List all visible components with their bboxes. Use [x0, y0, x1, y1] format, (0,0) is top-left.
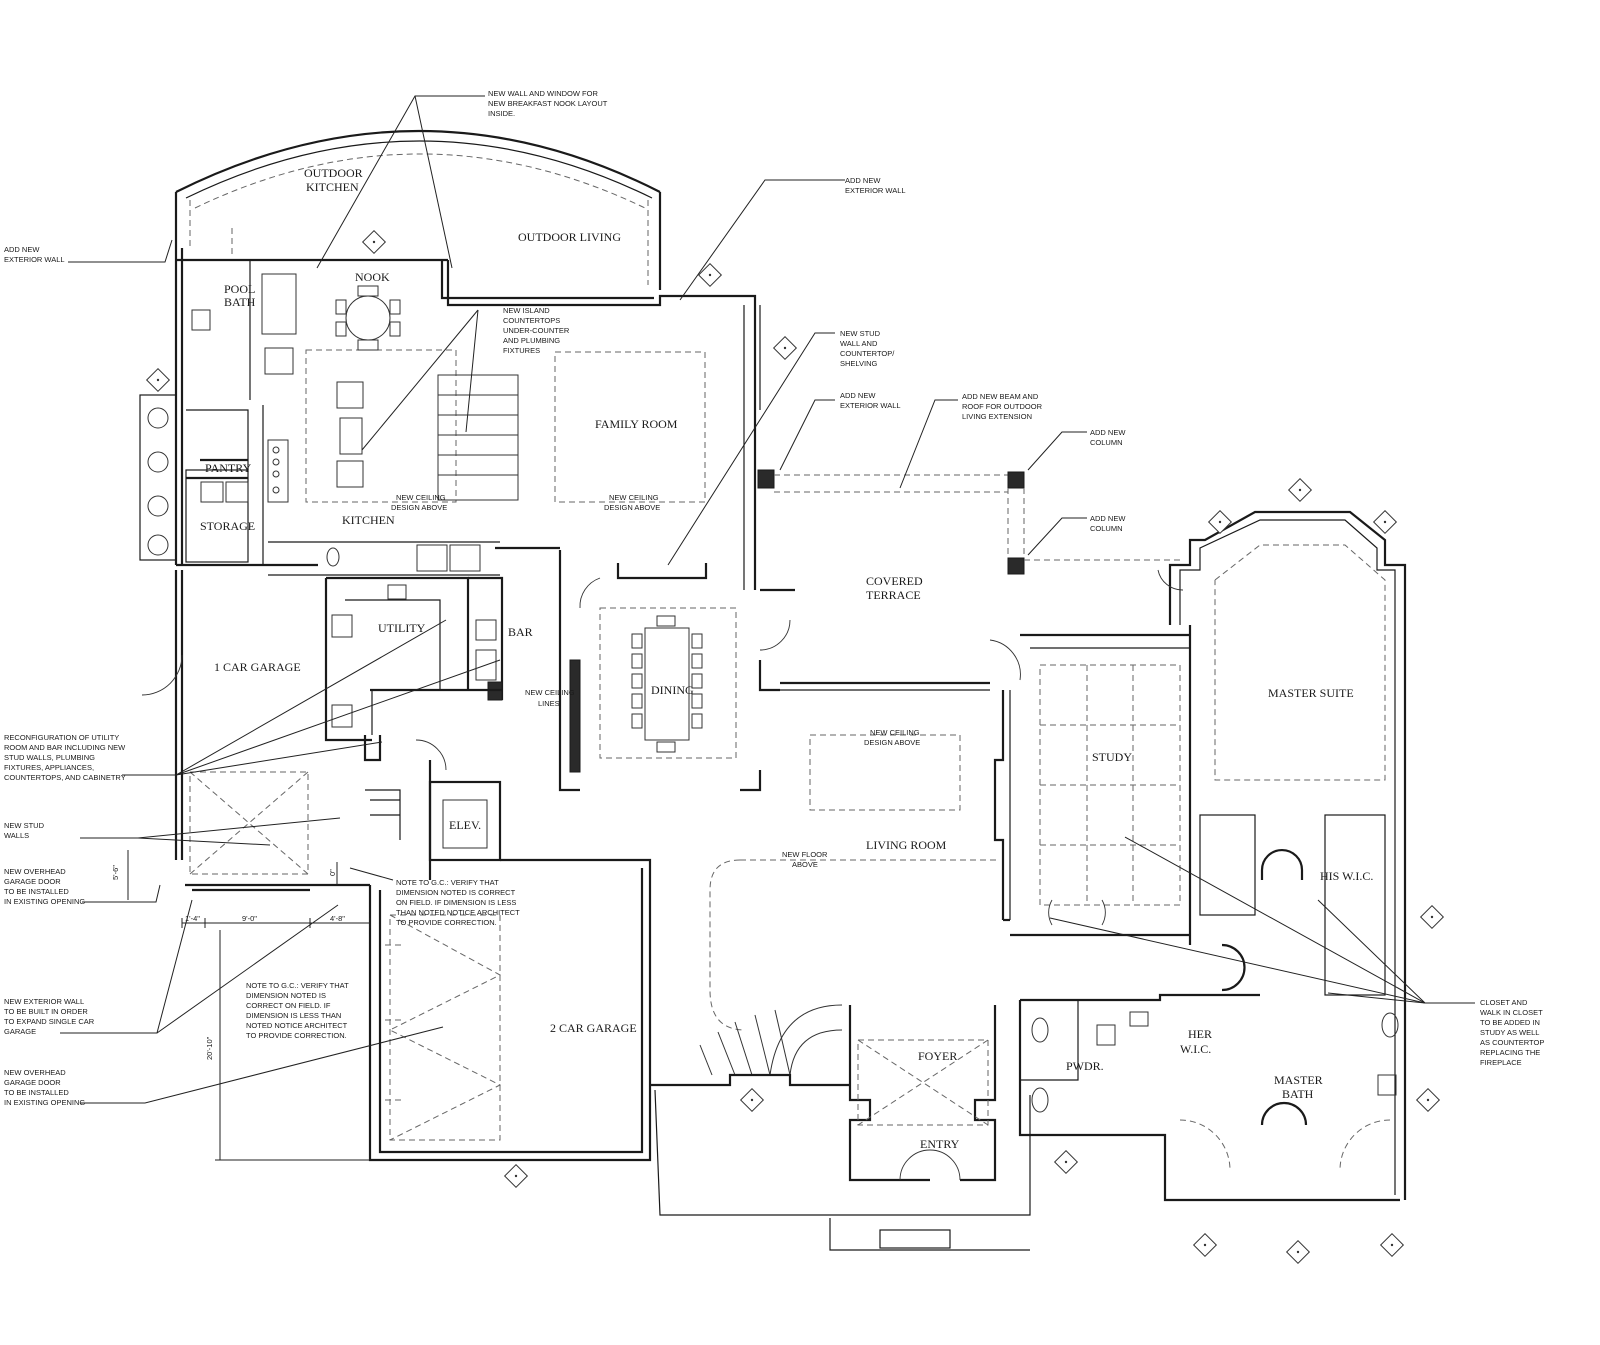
elevation-tag-icon — [1285, 1239, 1311, 1265]
two-car-garage — [368, 858, 652, 1162]
elevation-tag-icon — [1419, 904, 1445, 930]
room-family-room: FAMILY ROOM — [595, 417, 678, 431]
elevation-tag-icon — [772, 335, 798, 361]
room-dining: DINING — [651, 683, 694, 697]
dim-5-6: 5'-6" — [111, 865, 120, 880]
dim-0: 0" — [328, 869, 337, 876]
note-add-wall-left: ADD NEW EXTERIOR WALL — [4, 245, 65, 264]
dim-9-0: 9'-0" — [242, 914, 257, 923]
room-pantry: PANTRY — [205, 461, 252, 475]
room-master-suite: MASTER SUITE — [1268, 686, 1354, 700]
note-island: NEW ISLAND COUNTERTOPS UNDER-COUNTER AND… — [503, 306, 571, 355]
room-outdoor-kitchen-1: OUTDOOR — [304, 166, 363, 180]
note-stud-wall: NEW STUD WALL AND COUNTERTOP/ SHELVING — [840, 329, 896, 368]
master-wing — [1010, 510, 1407, 1202]
leader-lines — [60, 95, 1475, 1104]
note-beam: ADD NEW BEAM AND ROOF FOR OUTDOOR LIVING… — [962, 392, 1044, 421]
note-gc-verify-1: NOTE TO G.C.: VERIFY THAT DIMENSION NOTE… — [396, 878, 522, 927]
elevation-tag-icon — [1415, 1087, 1441, 1113]
room-his-wic: HIS W.I.C. — [1320, 869, 1373, 883]
dim-4-8: 4'-8" — [330, 914, 345, 923]
kitchen-fixtures — [191, 228, 519, 576]
note-overhead-door-1: NEW OVERHEAD GARAGE DOOR TO BE INSTALLED… — [4, 867, 85, 906]
note-gc-verify-2: NOTE TO G.C.: VERIFY THAT DIMENSION NOTE… — [246, 981, 351, 1040]
elevation-tag-icon — [1372, 509, 1398, 535]
room-one-car-garage: 1 CAR GARAGE — [214, 660, 301, 674]
room-elev: ELEV. — [449, 818, 481, 832]
room-utility: UTILITY — [378, 621, 426, 635]
note-closet-study: CLOSET AND WALK IN CLOSET TO BE ADDED IN… — [1480, 998, 1546, 1067]
ceiling-lines-2: LINES — [538, 699, 560, 708]
elevation-tags — [145, 229, 1445, 1265]
room-pwdr: PWDR. — [1066, 1059, 1104, 1073]
room-outdoor-kitchen-2: KITCHEN — [306, 180, 359, 194]
floor-above-1: NEW FLOOR — [782, 850, 828, 859]
one-car-garage — [185, 735, 502, 892]
elevation-tag-icon — [503, 1163, 529, 1189]
ceiling-lines-1: NEW CEILING — [525, 688, 575, 697]
room-pool-bath-1: POOL — [224, 282, 255, 296]
stair-foyer — [650, 1004, 1031, 1251]
note-stud-walls: NEW STUD WALLS — [4, 821, 46, 840]
elevation-tag-icon — [1192, 1232, 1218, 1258]
note-column-2: ADD NEW COLUMN — [1090, 514, 1128, 533]
room-two-car-garage: 2 CAR GARAGE — [550, 1021, 637, 1035]
room-master-bath-1: MASTER — [1274, 1073, 1323, 1087]
note-overhead-door-2: NEW OVERHEAD GARAGE DOOR TO BE INSTALLED… — [4, 1068, 85, 1107]
door-swings — [141, 569, 1184, 926]
room-labels: OUTDOOR KITCHEN OUTDOOR LIVING NOOK POOL… — [200, 166, 1373, 1151]
elevation-tag-icon — [361, 229, 387, 255]
elevation-tag-icon — [1053, 1149, 1079, 1175]
covered-terrace — [774, 471, 1180, 691]
room-her-wic-1: HER — [1188, 1027, 1212, 1041]
room-master-bath-2: BATH — [1282, 1087, 1314, 1101]
elevation-tag-icon — [145, 367, 171, 393]
elevation-tag-icon — [1379, 1232, 1405, 1258]
note-add-wall-top: ADD NEW EXTERIOR WALL — [845, 176, 906, 195]
room-living-room: LIVING ROOM — [866, 838, 947, 852]
elevation-tag-icon — [1287, 477, 1313, 503]
family-room — [554, 305, 775, 590]
elevation-tag-icon — [697, 262, 723, 288]
room-covered-terrace-1: COVERED — [866, 574, 923, 588]
room-foyer: FOYER — [918, 1049, 957, 1063]
note-add-wall-mid: ADD NEW EXTERIOR WALL — [840, 391, 901, 410]
floor-above-2: ABOVE — [792, 860, 818, 869]
elevation-tag-icon — [1207, 509, 1233, 535]
note-utility-reconfig: RECONFIGURATION OF UTILITY ROOM AND BAR … — [4, 733, 127, 782]
dim-20-10: 20'-10" — [205, 1036, 214, 1060]
room-outdoor-living: OUTDOOR LIVING — [518, 230, 621, 244]
dimension-lines: 5'-6" 1'-4" 9'-0" 4'-8" 0" 20'-10" — [111, 850, 371, 1161]
ceiling-family-2: DESIGN ABOVE — [604, 503, 660, 512]
room-covered-terrace-2: TERRACE — [866, 588, 921, 602]
left-wing-walls — [139, 248, 757, 860]
ceiling-living-2: DESIGN ABOVE — [864, 738, 920, 747]
room-kitchen: KITCHEN — [342, 513, 395, 527]
dim-1-4: 1'-4" — [185, 914, 200, 923]
ceiling-kitchen-2: DESIGN ABOVE — [391, 503, 447, 512]
ceiling-living-1: NEW CEILING — [870, 728, 920, 737]
utility-bar — [324, 576, 504, 742]
note-exterior-expand: NEW EXTERIOR WALL TO BE BUILT IN ORDER T… — [4, 997, 96, 1036]
room-her-wic-2: W.I.C. — [1180, 1042, 1211, 1056]
living-room — [709, 690, 1011, 1031]
ceiling-family-1: NEW CEILING — [609, 493, 659, 502]
elevation-tag-icon — [739, 1087, 765, 1113]
note-column-1: ADD NEW COLUMN — [1090, 428, 1128, 447]
note-breakfast-nook: NEW WALL AND WINDOW FOR NEW BREAKFAST NO… — [488, 89, 609, 118]
room-nook: NOOK — [355, 270, 390, 284]
ceiling-labels: NEW CEILING DESIGN ABOVE NEW CEILING DES… — [391, 493, 920, 869]
room-entry: ENTRY — [920, 1137, 960, 1151]
room-bar: BAR — [508, 625, 533, 639]
room-pool-bath-2: BATH — [224, 295, 256, 309]
ceiling-kitchen-1: NEW CEILING — [396, 493, 446, 502]
room-study: STUDY — [1092, 750, 1132, 764]
dining — [495, 546, 795, 792]
room-storage: STORAGE — [200, 519, 255, 533]
notes: NEW WALL AND WINDOW FOR NEW BREAKFAST NO… — [4, 89, 1546, 1107]
outdoor-arc — [174, 130, 662, 290]
